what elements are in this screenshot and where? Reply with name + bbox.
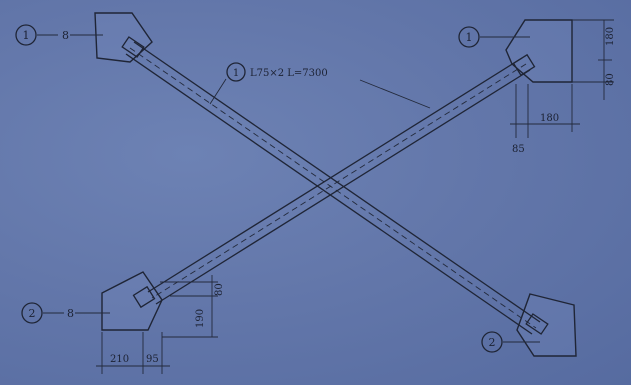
brace-callout-marker: 1 [233, 68, 239, 79]
brace-member-2 [132, 53, 536, 309]
dim-tr-horizontal: 180 [540, 113, 559, 124]
dim-bl-vertical-b: 190 [195, 309, 206, 328]
marker-top-right: 1 [458, 26, 530, 48]
gusset-plate-bottom-left [101, 271, 163, 331]
marker-bottom-right-number: 2 [489, 336, 496, 349]
dim-tr-edge: 85 [512, 144, 525, 155]
marker-bottom-left-number: 2 [29, 307, 36, 320]
dim-bl-vertical-a: 80 [214, 283, 225, 296]
dim-tr-vertical-bottom: 80 [605, 73, 616, 86]
gusset-plate-top-right [505, 19, 573, 83]
dim-bl-horizontal-a: 210 [110, 354, 129, 365]
dim-tr-vertical-top: 180 [605, 27, 616, 46]
dimensions-bottom-left: 80 190 210 95 [96, 275, 225, 374]
marker-bottom-left: 2 8 [21, 302, 110, 324]
marker-bottom-right: 2 [481, 331, 540, 353]
dim-bl-horizontal-b: 95 [146, 354, 159, 365]
dimensions-top-right: 180 80 180 85 [510, 19, 616, 155]
brace-spec-label: L75×2 L=7300 [250, 68, 328, 79]
plate-thickness-top-left: 8 [62, 29, 69, 42]
plate-thickness-bottom-left: 8 [67, 307, 74, 320]
marker-top-left: 1 8 [15, 24, 103, 46]
marker-top-right-number: 1 [466, 31, 473, 44]
marker-top-left-number: 1 [23, 29, 30, 42]
gusset-plate-top-left [94, 12, 153, 63]
brace-callout: 1 L75×2 L=7300 [209, 62, 431, 109]
